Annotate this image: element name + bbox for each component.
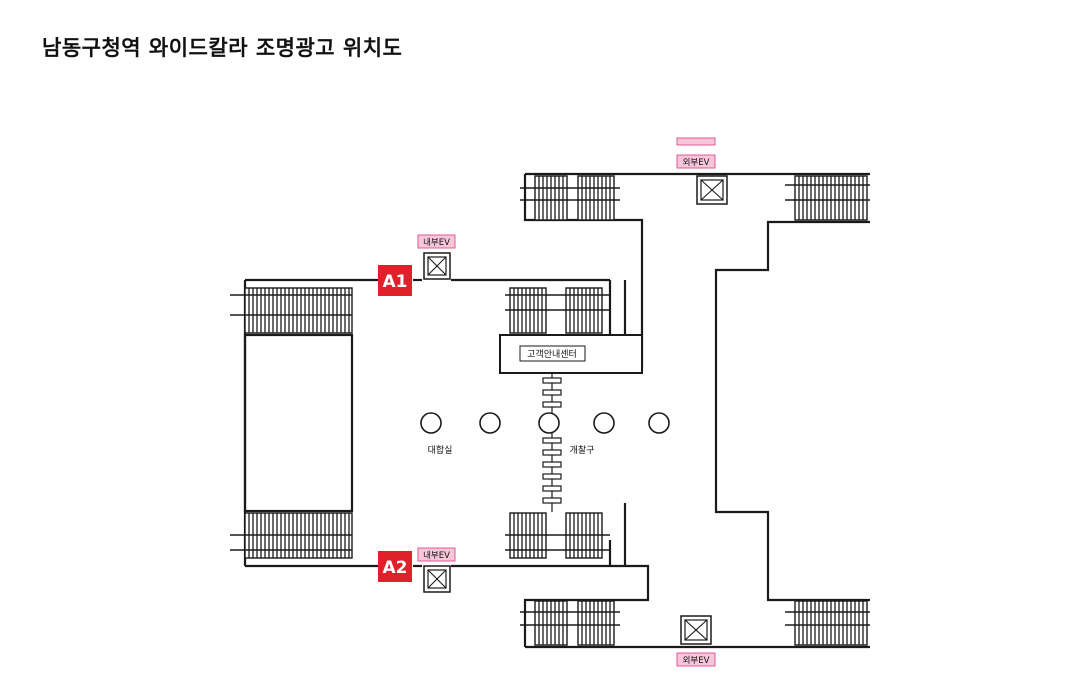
column-icon bbox=[479, 412, 501, 434]
marker-a2-label: A2 bbox=[383, 558, 408, 578]
ad-marker-a1: A1 bbox=[378, 265, 412, 296]
customer-service-center: 고객안내센터 bbox=[499, 334, 643, 374]
column-icon bbox=[420, 412, 442, 434]
stair-icon bbox=[794, 600, 868, 646]
columns bbox=[420, 412, 670, 434]
inner-ev-top-label: 내부EV bbox=[423, 238, 450, 248]
waiting-room-label: 대합실 bbox=[428, 445, 453, 456]
ticket-gate-icon bbox=[542, 437, 562, 444]
ticket-gate-icon bbox=[542, 377, 562, 384]
ev-label-cropped bbox=[676, 137, 716, 146]
stair-icon bbox=[534, 600, 568, 646]
outer-elevator-top: 외부EV bbox=[676, 154, 728, 205]
marker-a1-label: A1 bbox=[383, 272, 408, 292]
outer-ev-bottom-label: 외부EV bbox=[683, 655, 710, 666]
stair-icon bbox=[577, 175, 615, 221]
elevator-icon bbox=[696, 175, 728, 205]
stair-icon bbox=[794, 175, 868, 221]
walls bbox=[243, 172, 870, 649]
inner-elevator-top: 내부EV bbox=[417, 234, 456, 280]
ticket-gate-icon bbox=[542, 401, 562, 408]
customer-center-label: 고객안내센터 bbox=[527, 349, 577, 360]
ticket-gate-icon bbox=[542, 485, 562, 492]
ticket-gate-icon bbox=[542, 473, 562, 480]
ticket-gate-icon bbox=[542, 497, 562, 504]
elevator-icon bbox=[423, 252, 451, 280]
page-title: 남동구청역 와이드칼라 조명광고 위치도 bbox=[42, 36, 403, 60]
inner-ev-bottom-label: 내부EV bbox=[423, 551, 450, 561]
ticket-gate-icon bbox=[542, 461, 562, 468]
outer-elevator-bottom: 외부EV bbox=[676, 615, 716, 667]
elevator-icon bbox=[423, 565, 451, 593]
stairs bbox=[230, 175, 870, 646]
elevator-icon bbox=[680, 615, 712, 645]
ticket-gate-icon bbox=[542, 389, 562, 396]
stair-icon bbox=[577, 600, 615, 646]
ad-marker-a2: A2 bbox=[378, 551, 412, 582]
column-icon bbox=[538, 412, 560, 434]
ticket-gate-icon bbox=[542, 449, 562, 456]
column-icon bbox=[648, 412, 670, 434]
ticket-gate-label: 개찰구 bbox=[570, 445, 595, 456]
inner-elevator-bottom: 내부EV bbox=[417, 547, 456, 593]
outer-ev-top-label: 외부EV bbox=[683, 157, 710, 168]
stair-icon bbox=[534, 175, 568, 221]
ticket-gate-line bbox=[542, 373, 562, 512]
column-icon bbox=[593, 412, 615, 434]
